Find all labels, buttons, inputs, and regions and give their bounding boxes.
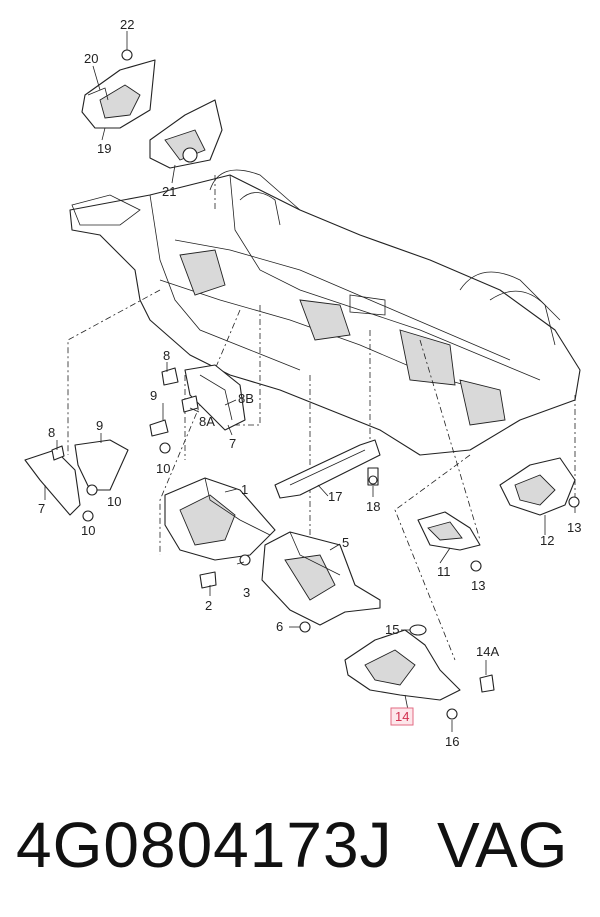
label-7-left: 7 (38, 501, 45, 516)
label-17: 17 (328, 489, 342, 504)
exploded-parts-diagram: 22 20 19 21 8 9 8A 8B 7 10 8 9 7 10 10 1… (24, 17, 581, 749)
label-12: 12 (540, 533, 554, 548)
label-13-b: 13 (567, 520, 581, 535)
callout-labels: 22 20 19 21 8 9 8A 8B 7 10 8 9 7 10 10 1… (38, 17, 581, 749)
part-12-heat-shield (499, 457, 580, 516)
part-22-nut (121, 49, 133, 61)
label-20: 20 (84, 51, 98, 66)
label-22: 22 (120, 17, 134, 32)
label-10-left-a: 10 (107, 494, 121, 509)
bracket-group-left (24, 439, 129, 522)
label-9-left: 9 (96, 418, 103, 433)
underbody-floor-pan (69, 169, 581, 456)
part-number-text: 4G0804173J (16, 809, 393, 881)
part-14-heat-shield (344, 624, 495, 720)
part-21-heat-shield (149, 99, 223, 169)
label-14A: 14A (476, 644, 499, 659)
label-19: 19 (97, 141, 111, 156)
label-5: 5 (342, 535, 349, 550)
label-1: 1 (241, 482, 248, 497)
highlight-box-14 (390, 707, 414, 726)
label-10-left-b: 10 (81, 523, 95, 538)
label-16: 16 (445, 734, 459, 749)
label-9-upper: 9 (150, 388, 157, 403)
label-leaders (44, 31, 546, 732)
label-6: 6 (276, 619, 283, 634)
label-3: 3 (243, 585, 250, 600)
part-1-heat-shield (164, 477, 276, 589)
part-5-heat-shield (261, 531, 381, 633)
label-13-a: 13 (471, 578, 485, 593)
label-11: 11 (437, 564, 451, 579)
label-15: 15 (385, 622, 399, 637)
part-11-heat-shield (417, 511, 482, 572)
label-8-left: 8 (48, 425, 55, 440)
label-14: 14 (395, 709, 409, 724)
part-19-heat-shield (81, 59, 156, 129)
brand-text: VAG (437, 809, 568, 881)
label-10-upper: 10 (156, 461, 170, 476)
label-8B: 8B (238, 391, 254, 406)
bracket-group-upper (149, 364, 246, 454)
label-21: 21 (162, 184, 176, 199)
label-8A: 8A (199, 414, 215, 429)
label-8-upper: 8 (163, 348, 170, 363)
part-17-tunnel-shield (274, 439, 381, 499)
label-2: 2 (205, 598, 212, 613)
leader-lines (67, 175, 576, 661)
label-18: 18 (366, 499, 380, 514)
label-7-upper: 7 (229, 436, 236, 451)
